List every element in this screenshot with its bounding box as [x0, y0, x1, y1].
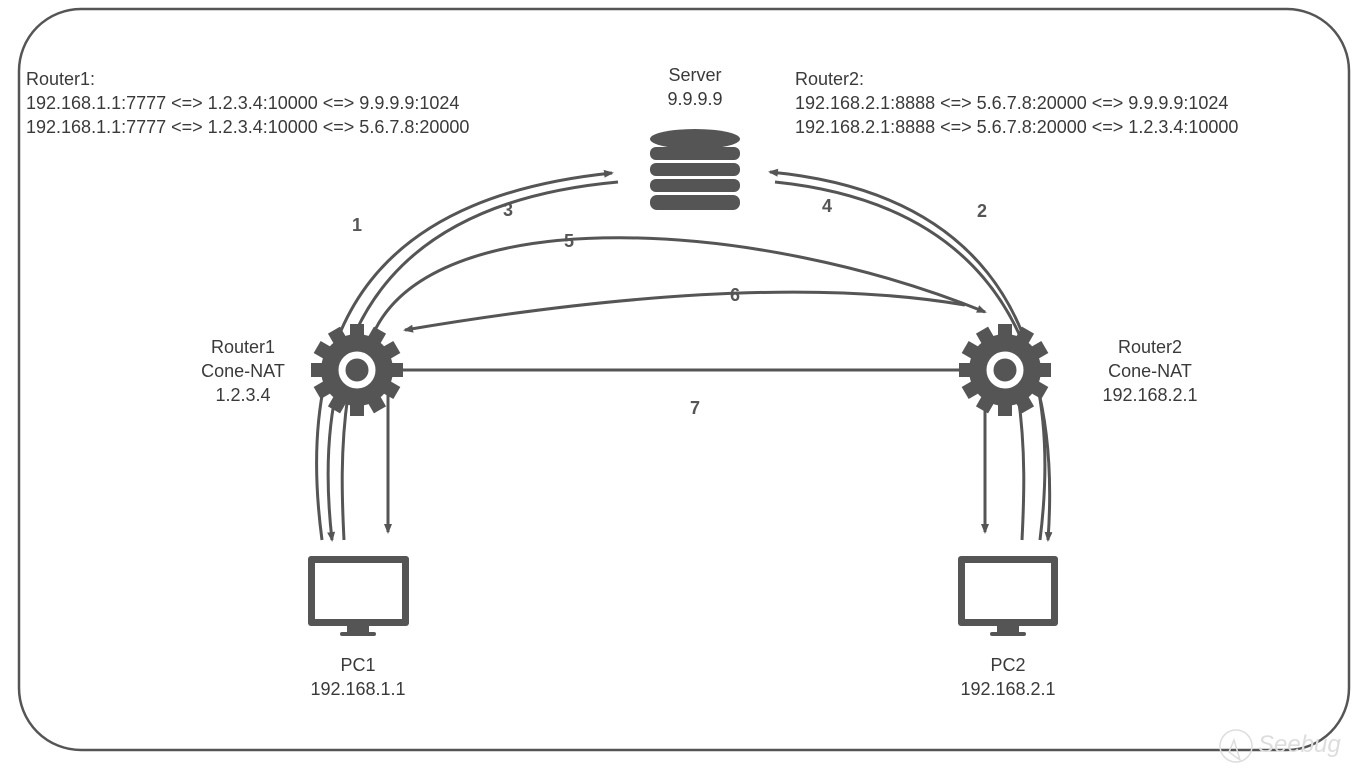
pc1-name: PC1: [340, 655, 376, 675]
step-label-5: 5: [564, 231, 575, 251]
arrow-step-1: [315, 169, 614, 541]
pc2-ip: 192.168.2.1: [960, 679, 1056, 699]
step-label-4: 4: [822, 196, 833, 216]
arrow-step-3: [326, 180, 619, 542]
router2-table-title: Router2:: [795, 69, 865, 89]
pc2-monitor-icon: [958, 556, 1058, 636]
arrow-step-5: [373, 236, 987, 331]
router2-type: Cone-NAT: [1108, 361, 1192, 381]
watermark: Seebug: [1258, 731, 1341, 758]
pc2-label: PC2 192.168.2.1: [938, 653, 1078, 701]
pc1-ip: 192.168.1.1: [310, 679, 406, 699]
step-label-1: 1: [352, 215, 363, 235]
router1-ip: 1.2.3.4: [215, 385, 271, 405]
line-router2-down: [1016, 394, 1026, 541]
router2-table: Router2: 192.168.2.1:8888 <=> 5.6.7.8:20…: [795, 67, 1238, 139]
router1-table-title: Router1:: [26, 69, 96, 89]
router2-ip: 192.168.2.1: [1102, 385, 1198, 405]
router2-gear-icon: [959, 324, 1051, 416]
frame: [17, 7, 1351, 752]
arrow-step-4: [774, 180, 1053, 542]
arrow-step-6: [403, 290, 966, 333]
step-label-6: 6: [730, 285, 741, 305]
router1-table-row: 192.168.1.1:7777 <=> 1.2.3.4:10000 <=> 5…: [26, 117, 470, 137]
router1-table: Router1: 192.168.1.1:7777 <=> 1.2.3.4:10…: [26, 67, 469, 139]
router1-type: Cone-NAT: [201, 361, 285, 381]
router1-label: Router1 Cone-NAT 1.2.3.4: [178, 335, 308, 407]
server-database-icon: [650, 129, 740, 210]
router1-table-row: 192.168.1.1:7777 <=> 1.2.3.4:10000 <=> 9…: [26, 93, 460, 113]
step-label-7: 7: [690, 398, 701, 418]
router2-table-row: 192.168.2.1:8888 <=> 5.6.7.8:20000 <=> 1…: [795, 117, 1239, 137]
server-ip: 9.9.9.9: [667, 89, 723, 109]
server-label: Server 9.9.9.9: [645, 63, 745, 111]
router2-label: Router2 Cone-NAT 192.168.2.1: [1080, 335, 1220, 407]
router1-name: Router1: [210, 337, 276, 357]
router1-gear-icon: [311, 324, 403, 416]
arrow-step-2: [768, 168, 1047, 541]
line-router1-down: [340, 394, 350, 541]
pc2-name: PC2: [990, 655, 1026, 675]
pc1-monitor-icon: [308, 556, 409, 636]
router2-table-row: 192.168.2.1:8888 <=> 5.6.7.8:20000 <=> 9…: [795, 93, 1229, 113]
pc1-label: PC1 192.168.1.1: [288, 653, 428, 701]
server-name: Server: [668, 65, 722, 85]
step-label-3: 3: [503, 200, 514, 220]
router2-name: Router2: [1117, 337, 1183, 357]
seebug-logo-icon: [1219, 729, 1253, 763]
step-label-2: 2: [977, 201, 988, 221]
